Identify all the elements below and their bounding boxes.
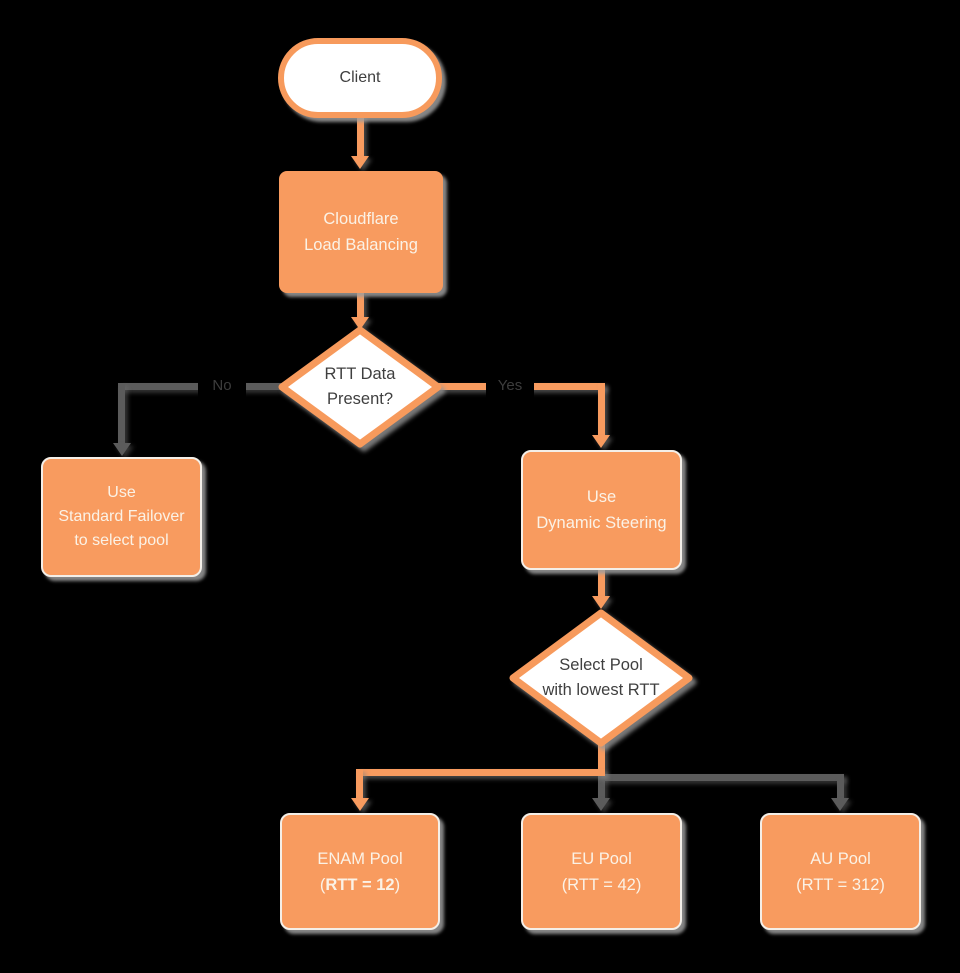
node-au-pool: AU Pool (RTT = 312): [760, 813, 921, 930]
arrowhead-down-icon: [351, 317, 369, 330]
node-enam-pool-rtt: (RTT = 12): [317, 872, 402, 898]
node-load-balancer-line1: Cloudflare: [323, 210, 399, 228]
node-standard-failover-line3: to select pool: [74, 532, 169, 549]
node-standard-failover: Use Standard Failover to select pool: [41, 457, 202, 577]
arrowhead-down-icon: [831, 798, 849, 811]
arrowhead-down-icon: [592, 435, 610, 448]
node-au-pool-line2: (RTT = 312): [796, 875, 885, 894]
edge-lb-decision: [357, 293, 364, 319]
node-au-pool-line1: AU Pool: [810, 849, 871, 868]
node-dynamic-steering-line1: Use: [586, 488, 617, 506]
arrowhead-down-icon: [351, 798, 369, 811]
node-rtt-decision: RTT Data Present?: [276, 324, 444, 450]
node-client-label: Client: [339, 69, 381, 86]
node-enam-pool-title: ENAM Pool: [317, 849, 403, 868]
arrowhead-down-icon: [351, 156, 369, 169]
paren-open: (: [319, 875, 326, 894]
edge-enam-vertical: [356, 769, 363, 800]
node-client: Client: [278, 38, 442, 118]
diamond-shape: [509, 609, 693, 747]
edge-select-junction: [598, 740, 605, 776]
edge-au-horizontal: [601, 774, 844, 781]
edge-yes-vertical: [598, 383, 605, 437]
node-select-pool: Select Pool with lowest RTT: [506, 606, 696, 750]
edge-eu-vertical: [598, 774, 605, 800]
node-select-pool-line2: with lowest RTT: [542, 681, 660, 699]
node-eu-pool-line1: EU Pool: [571, 849, 632, 868]
node-eu-pool-line2: (RTT = 42): [561, 875, 642, 894]
edge-au-vertical: [837, 774, 844, 800]
node-select-pool-line1: Select Pool: [559, 656, 643, 674]
edge-steering-select: [598, 570, 605, 598]
node-enam-pool: ENAM Pool (RTT = 12): [280, 813, 440, 930]
edge-no-vertical: [118, 383, 125, 445]
node-dynamic-steering: Use Dynamic Steering: [521, 450, 682, 570]
node-dynamic-steering-line2: Dynamic Steering: [536, 514, 667, 532]
node-load-balancer-line2: Load Balancing: [304, 236, 418, 254]
edge-client-lb: [357, 112, 364, 158]
arrowhead-down-icon: [592, 596, 610, 609]
edge-enam-horizontal: [356, 769, 605, 776]
edge-label-yes: Yes: [486, 371, 534, 400]
enam-rtt-value: RTT = 12: [325, 875, 395, 894]
arrowhead-down-icon: [592, 798, 610, 811]
node-standard-failover-line1: Use: [107, 484, 136, 501]
node-standard-failover-line2: Standard Failover: [58, 508, 185, 525]
node-load-balancer: Cloudflare Load Balancing: [279, 171, 443, 293]
edge-label-no: No: [198, 371, 246, 400]
paren-close: ): [394, 875, 401, 894]
diamond-shape: [278, 326, 442, 448]
node-eu-pool: EU Pool (RTT = 42): [521, 813, 682, 930]
node-rtt-decision-line2: Present?: [326, 390, 394, 408]
node-rtt-decision-line1: RTT Data: [324, 365, 396, 383]
arrowhead-down-icon: [113, 443, 131, 456]
